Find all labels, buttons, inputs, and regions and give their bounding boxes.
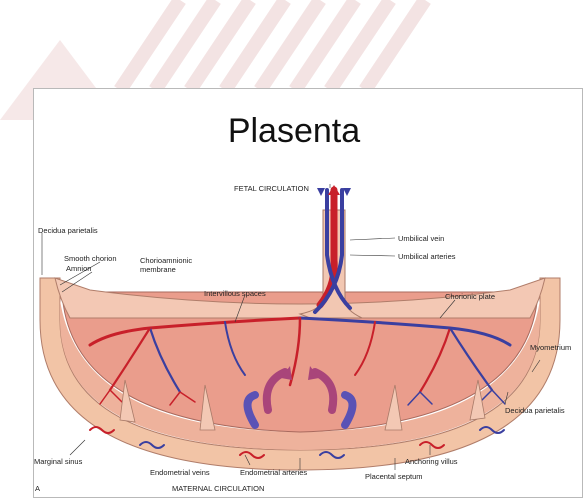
label-umbilical-vein: Umbilical vein: [398, 234, 445, 243]
arrow-down-blue-right: [343, 188, 351, 196]
arrow-up-red: [328, 185, 340, 195]
label-maternal-circulation: MATERNAL CIRCULATION: [172, 484, 265, 493]
panel-letter: A: [35, 484, 41, 493]
label-umbilical-arteries: Umbilical arteries: [398, 252, 456, 261]
umbilical-vessels: [313, 186, 352, 314]
label-smooth-chorion: Smooth chorion: [64, 254, 117, 263]
placental-septa: [119, 379, 486, 431]
label-myometrium: Myometrium: [530, 343, 572, 352]
placenta-body: [61, 291, 539, 433]
leader-lines: [41, 184, 541, 470]
chorionic-plate: [54, 277, 546, 319]
maternal-flow-arrows: [243, 368, 357, 429]
label-decidua-parietalis-top: Decidua parietalis: [38, 226, 98, 235]
label-fetal-circulation: FETAL CIRCULATION: [234, 184, 309, 193]
label-decidua-parietalis-bottom: Decidua parietalis: [505, 406, 565, 415]
label-amnion: Amnion: [66, 264, 92, 273]
label-placental-septum: Placental septum: [365, 472, 423, 481]
villous-trees: [88, 316, 512, 406]
label-chorioamnionic-membrane: Chorioamnionic membrane: [140, 256, 193, 274]
label-anchoring-villus: Anchoring villus: [405, 457, 458, 466]
label-endometrial-veins: Endometrial veins: [150, 468, 210, 477]
endometrial-vessels: [89, 426, 505, 459]
label-endometrial-arteries: Endometrial arteries: [240, 468, 308, 477]
diagram-title: Plasenta: [227, 112, 361, 150]
label-marginal-sinus: Marginal sinus: [34, 457, 83, 466]
label-intervillous-spaces: Intervillous spaces: [204, 289, 266, 298]
uterus-wall: [39, 277, 561, 471]
arrow-down-blue-left: [317, 188, 325, 196]
label-chorionic-plate: Chorionic plate: [445, 292, 496, 301]
